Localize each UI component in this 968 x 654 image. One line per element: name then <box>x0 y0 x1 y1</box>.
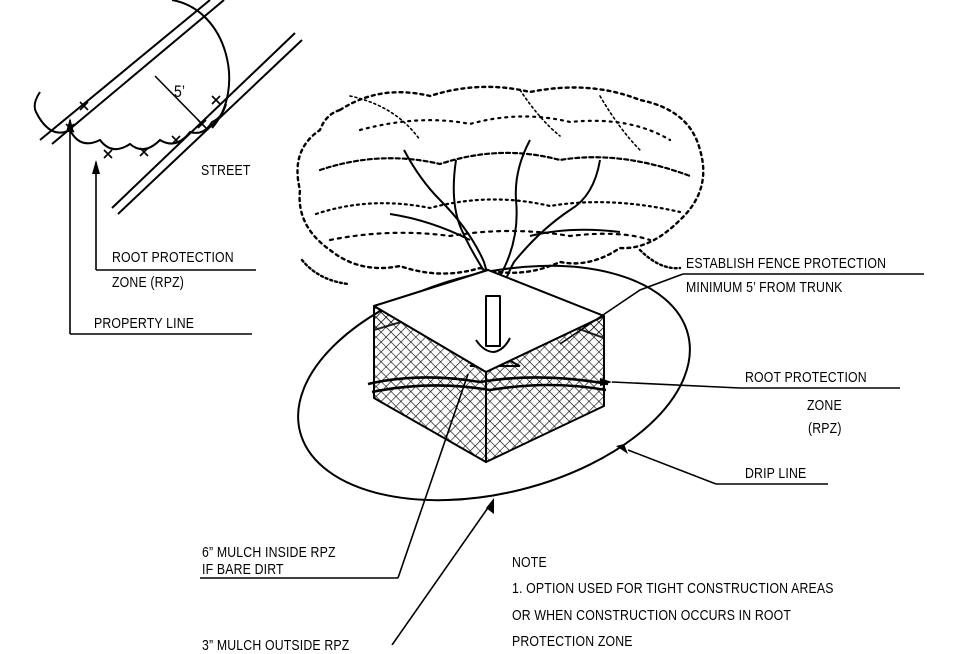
property-line-a <box>39 0 211 141</box>
dimension-label: 5’ <box>174 82 186 101</box>
inset-rpz-scallops <box>33 91 227 151</box>
tree-canopy <box>296 85 705 286</box>
dimension-line <box>154 75 205 127</box>
mulch-inside-label-line1: 6” MULCH INSIDE RPZ <box>202 544 336 561</box>
rpz-inset-label-line1: ROOT PROTECTION <box>112 249 234 266</box>
note-line2: OR WHEN CONSTRUCTION OCCURS IN ROOT <box>512 607 792 624</box>
rpz-main-label-line1: ROOT PROTECTION <box>745 369 867 386</box>
main-leaders <box>200 273 924 645</box>
fence-x-marks <box>65 95 221 159</box>
fence-label-line1: ESTABLISH FENCE PROTECTION <box>686 255 887 272</box>
trunk-base <box>475 337 511 353</box>
note-heading: NOTE <box>512 554 547 571</box>
mulch-inside-label-line2: IF BARE DIRT <box>202 561 284 578</box>
drip-line-label: DRIP LINE <box>745 465 807 482</box>
property-line-label: PROPERTY LINE <box>94 315 195 332</box>
rpz-inset-label-line2: ZONE (RPZ) <box>112 274 185 291</box>
property-line-arrow <box>66 118 74 132</box>
note-line1: 1. OPTION USED FOR TIGHT CONSTRUCTION AR… <box>512 580 834 597</box>
fence-label-line2: MINIMUM 5’ FROM TRUNK <box>686 279 843 296</box>
note-line3: PROTECTION ZONE <box>512 633 633 650</box>
mulch-roots <box>367 376 609 394</box>
street-edge-a <box>111 32 296 209</box>
rpz-main-label-line3: (RPZ) <box>808 420 842 437</box>
street-edge-b <box>117 39 303 215</box>
street-label: STREET <box>201 162 251 179</box>
inset-plan-view <box>33 0 303 335</box>
rpz-leader-arrow <box>92 160 100 174</box>
rpz-main-label-line2: ZONE <box>807 397 842 414</box>
protective-fence <box>367 269 609 463</box>
mulch-outside-label: 3” MULCH OUTSIDE RPZ <box>202 637 350 654</box>
property-line-b <box>51 0 225 145</box>
